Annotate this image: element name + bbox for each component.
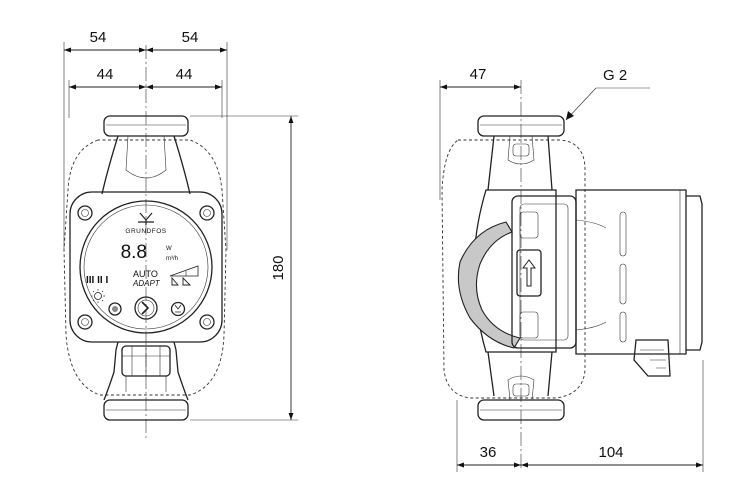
control-panel-ring [79,200,213,334]
display-unit-flow: m³/h [166,256,178,262]
front-housing [69,191,223,343]
dim-47: 47 [470,66,487,83]
front-envelope [63,139,227,396]
flow-direction-icon [522,259,536,287]
cooling-ribs [575,211,627,343]
speed-bars: III II I [86,275,108,286]
side-terminal-box [633,339,671,377]
top-neck [101,135,191,195]
dim-44-right: 44 [176,66,193,83]
side-dimensions: 47 G 2 36 104 [439,66,704,472]
motor-cover [686,195,703,351]
dim-54-right: 54 [182,29,199,46]
dim-44-left: 44 [97,66,114,83]
mode-auto: AUTO [133,269,158,279]
display-unit-w: W [166,246,172,252]
mode-select-button[interactable] [134,296,158,320]
motor-stator [575,189,687,355]
motor-flange [511,195,577,349]
grundfos-logo [138,212,154,225]
bottom-flange [103,399,189,421]
top-flange [103,115,189,137]
power-led-icon [108,302,122,316]
dim-54-left: 54 [90,29,107,46]
pressure-icons [169,265,199,286]
mode-adapt: ADAPT [132,279,161,288]
display-digits: 8.8 [121,242,147,263]
front-view: GRUNDFOS 8.8 W m³/h III II I AUTO ADAPT [63,45,227,440]
thread-label: G 2 [603,67,627,84]
side-view [441,80,703,470]
dim-104: 104 [598,444,623,461]
corner-bolts [77,205,215,330]
brand-text: GRUNDFOS [125,228,166,235]
dim-36: 36 [480,444,497,461]
front-dimensions: 54 54 44 44 180 [63,29,298,421]
side-top-flange [477,115,565,137]
light-indicator-icon [91,289,105,303]
side-envelope [441,139,586,399]
bottom-neck [103,341,189,401]
volute-section [457,221,521,349]
dim-180: 180 [270,255,287,280]
settings-button[interactable] [170,301,186,317]
flow-arrow-box [516,249,542,297]
side-bottom-flange [477,399,565,421]
